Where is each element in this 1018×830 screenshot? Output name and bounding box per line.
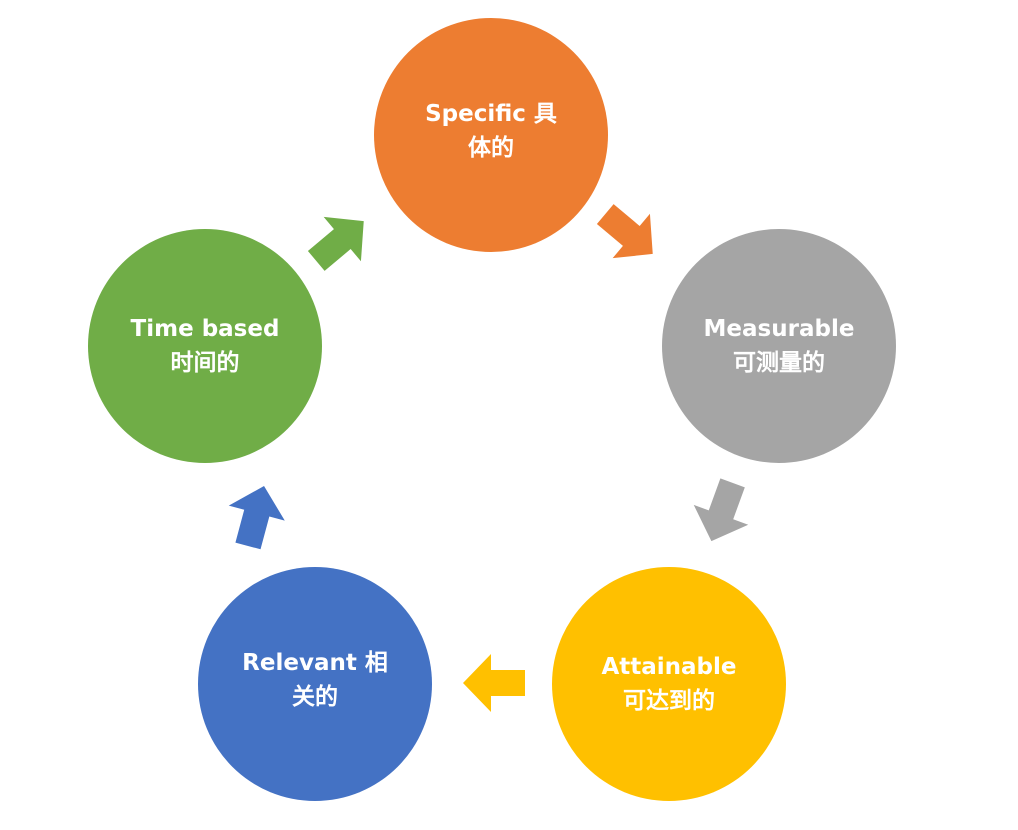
node-timebased-label-line2: 时间的	[170, 350, 240, 376]
node-attainable-text: Attainable 可达到的	[601, 650, 736, 718]
node-timebased-text: Time based 时间的	[131, 312, 280, 380]
arrow-down-right-icon	[580, 185, 679, 284]
arrow-up-left-icon	[213, 473, 299, 559]
node-timebased: Time based 时间的	[88, 229, 322, 463]
node-attainable: Attainable 可达到的	[552, 567, 786, 801]
node-specific-text: Specific 具 体的	[425, 97, 557, 165]
arrow-up-right-icon	[291, 192, 390, 291]
arrow-left-icon	[459, 648, 529, 718]
node-specific: Specific 具 体的	[374, 18, 608, 252]
node-measurable-label-line2: 可测量的	[732, 350, 825, 376]
node-relevant-label-line1: Relevant 相	[242, 650, 388, 676]
arrow-down-left-icon	[677, 467, 767, 557]
node-measurable-text: Measurable 可测量的	[704, 312, 855, 380]
node-specific-label-line1: Specific 具	[425, 101, 557, 127]
node-measurable: Measurable 可测量的	[662, 229, 896, 463]
node-specific-label-line2: 体的	[468, 135, 514, 161]
node-relevant-text: Relevant 相 关的	[242, 646, 388, 714]
node-measurable-label-line1: Measurable	[703, 316, 855, 342]
node-timebased-label-line1: Time based	[130, 316, 280, 342]
node-relevant: Relevant 相 关的	[198, 567, 432, 801]
node-attainable-label-line2: 可达到的	[622, 688, 715, 714]
node-relevant-label-line2: 关的	[292, 684, 338, 710]
node-attainable-label-line1: Attainable	[601, 654, 737, 680]
